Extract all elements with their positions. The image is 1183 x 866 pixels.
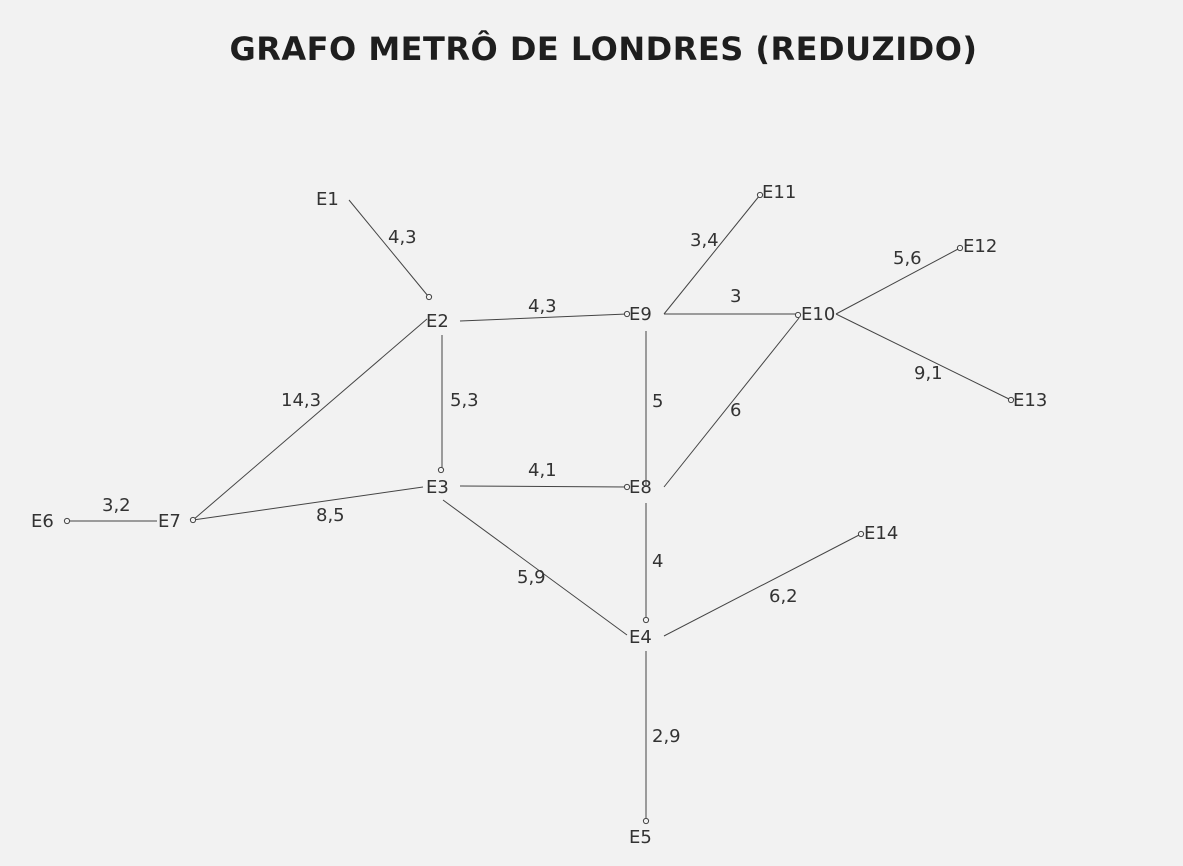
edge-e1-e2: [348, 199, 429, 297]
node-dot-e11: [756, 191, 764, 199]
node-label-e12: E12: [963, 236, 997, 257]
node-label-e13: E13: [1013, 390, 1047, 411]
node-dot-e12: [956, 244, 964, 252]
edge-weight-e2-e3: 5,3: [450, 390, 479, 411]
node-dot-e3: [437, 466, 445, 474]
edge-e2-e7: [192, 318, 428, 521]
edge-weight-e9-e8: 5: [652, 391, 663, 412]
diagram-title: GRAFO METRÔ DE LONDRES (REDUZIDO): [229, 30, 978, 68]
edge-weight-e2-e9: 4,3: [528, 296, 557, 317]
edge-weight-e4-e14: 6,2: [769, 586, 798, 607]
edge-weight-e3-e7: 8,5: [316, 505, 345, 526]
node-dot-e8: [623, 483, 631, 491]
edge-e10-e13: [835, 313, 1012, 401]
edge-e2-e9: [459, 313, 628, 322]
edges-layer: [67, 194, 1012, 821]
node-dot-e6: [63, 517, 71, 525]
node-label-e4: E4: [629, 627, 652, 648]
edge-e4-e14: [663, 533, 862, 637]
node-label-e5: E5: [629, 827, 652, 848]
edge-weight-e2-e7: 14,3: [281, 390, 321, 411]
edge-e3-e7: [192, 486, 424, 521]
node-label-e14: E14: [864, 523, 898, 544]
node-label-e1: E1: [316, 189, 339, 210]
node-label-e3: E3: [426, 477, 449, 498]
weights-layer: 4,3 4,3 5,3 14,3 3,4 3 5 5,6 9,1 6 4,1 8,5 5,9 3,2 4 6,…: [102, 227, 943, 747]
edge-weight-e6-e7: 3,2: [102, 495, 131, 516]
node-label-e11: E11: [762, 182, 796, 203]
node-label-e6: E6: [31, 511, 54, 532]
edge-e10-e12: [835, 247, 961, 315]
edge-weight-e10-e12: 5,6: [893, 248, 922, 269]
node-dot-e7: [189, 516, 197, 524]
edge-e3-e8: [459, 485, 628, 488]
edge-weight-e9-e11: 3,4: [690, 230, 719, 251]
edge-weight-e10-e8: 6: [730, 400, 741, 421]
edge-weight-e9-e10: 3: [730, 286, 741, 307]
edge-weight-e10-e13: 9,1: [914, 363, 943, 384]
node-label-e9: E9: [629, 304, 652, 325]
edge-weight-e3-e8: 4,1: [528, 460, 557, 481]
node-dot-e10: [794, 311, 802, 319]
node-dot-e5: [642, 817, 650, 825]
node-label-e2: E2: [426, 311, 449, 332]
edge-e10-e8: [663, 317, 800, 488]
edge-weight-e1-e2: 4,3: [388, 227, 417, 248]
edge-weight-e4-e5: 2,9: [652, 726, 681, 747]
edge-e3-e4: [442, 499, 628, 636]
edge-e9-e11: [663, 194, 761, 315]
node-label-e7: E7: [158, 511, 181, 532]
edge-weight-e8-e4: 4: [652, 551, 663, 572]
edge-weight-e3-e4: 5,9: [517, 567, 546, 588]
node-dot-e4: [642, 616, 650, 624]
node-dot-e13: [1007, 396, 1015, 404]
node-dot-e14: [857, 530, 865, 538]
node-label-e8: E8: [629, 477, 652, 498]
node-dot-e2: [425, 293, 433, 301]
node-dot-e9: [623, 310, 631, 318]
node-label-e10: E10: [801, 304, 835, 325]
